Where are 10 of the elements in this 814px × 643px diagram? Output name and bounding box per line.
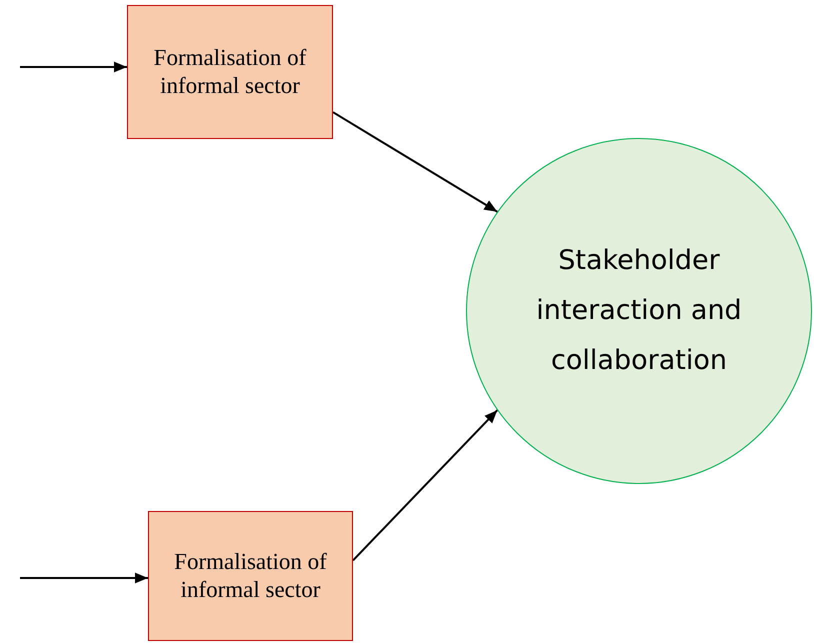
circle-node xyxy=(466,138,812,484)
arrow xyxy=(332,111,498,213)
arrow xyxy=(20,62,127,72)
node-text: Formalisation of informal sector xyxy=(152,44,308,100)
process-box xyxy=(148,511,353,641)
arrow xyxy=(20,572,148,584)
arrow xyxy=(352,410,498,562)
process-box xyxy=(127,5,333,139)
node-text: Formalisation of informal sector xyxy=(173,548,328,604)
node-text: Stakeholder interaction and collaboration xyxy=(535,244,743,378)
